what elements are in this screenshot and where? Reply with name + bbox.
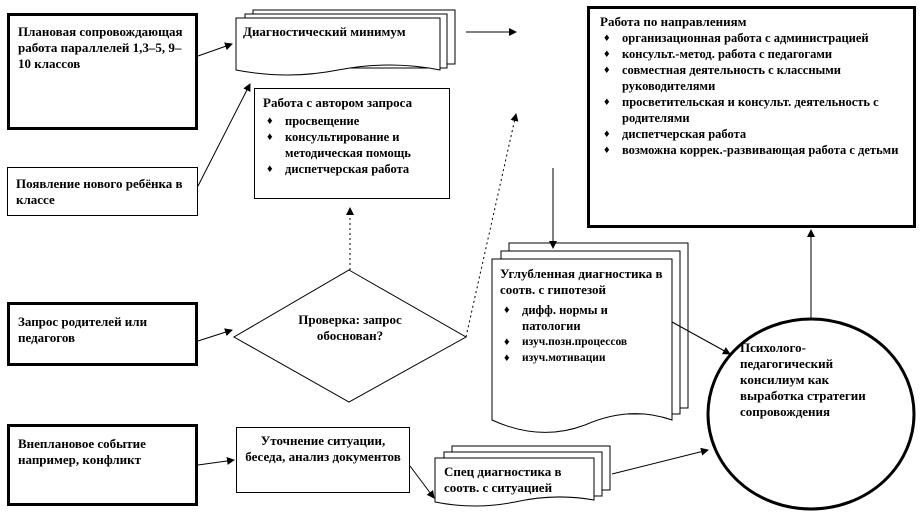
check-text: Проверка: запрос обоснован? xyxy=(298,312,402,343)
dir-item-dispatch: диспетчерская работа xyxy=(600,126,903,142)
request-box: Запрос родителей или педагогов xyxy=(7,302,198,366)
dir-item-class-leaders: совместная деятельность с классными руко… xyxy=(600,62,903,94)
deep-item-norm: дифф. нормы и патологии xyxy=(500,302,668,334)
new-child-box: Появление нового ребёнка в классе xyxy=(7,167,198,216)
author-work-box: Работа с автором запроса просвещение кон… xyxy=(254,88,450,199)
deep-diag-title: Углубленная диагностика в соотв. с гипот… xyxy=(500,266,663,297)
author-item-dispatch: диспетчерская работа xyxy=(263,161,441,177)
author-work-list: просвещение консультирование и методичес… xyxy=(263,113,441,177)
deep-diag-list: дифф. нормы и патологии изуч.позн.процес… xyxy=(500,302,668,366)
deep-item-cognitive: изуч.позн.процессов xyxy=(500,334,668,350)
spec-diag-text: Спец диагностика в соотв. с ситуацией xyxy=(444,464,562,495)
author-item-consulting: консультирование и методическая помощь xyxy=(263,129,441,161)
planned-work-box: Плановая сопровождающая работа параллеле… xyxy=(7,13,198,130)
dir-item-teachers: консульт.-метод. работа с педагогами xyxy=(600,46,903,62)
request-text: Запрос родителей или педагогов xyxy=(18,314,148,345)
directions-box: Работа по направлениям организационная р… xyxy=(587,6,916,228)
connectors xyxy=(197,28,815,499)
diag-min-stack xyxy=(235,9,456,76)
dir-item-admin: организационная работа с администрацией xyxy=(600,30,903,46)
deep-diag-content: Углубленная диагностика в соотв. с гипот… xyxy=(500,266,668,366)
unplanned-text: Внеплановое событие например, конфликт xyxy=(18,436,146,467)
planned-work-text: Плановая сопровождающая работа параллеле… xyxy=(18,24,183,71)
dir-item-correction: возможна коррек.-развивающая работа с де… xyxy=(600,142,903,158)
author-work-title: Работа с автором запроса xyxy=(263,95,413,110)
clarify-text: Уточнение ситуации, беседа, анализ докум… xyxy=(245,433,401,464)
clarify-box: Уточнение ситуации, беседа, анализ докум… xyxy=(236,427,410,493)
check-diamond xyxy=(232,269,468,403)
unplanned-box: Внеплановое событие например, конфликт xyxy=(7,424,198,506)
diag-min-title: Диагностический минимум xyxy=(243,24,406,39)
deep-item-motivation: изуч.мотивации xyxy=(500,350,668,366)
author-item-education: просвещение xyxy=(263,113,441,129)
council-text: Психолого-педагогический консилиум как в… xyxy=(740,340,866,419)
spec-diag-stack xyxy=(434,445,611,507)
directions-title: Работа по направлениям xyxy=(600,14,747,29)
dir-item-parents: просветительская и консульт. деятельност… xyxy=(600,94,903,126)
council-circle xyxy=(706,317,916,511)
directions-list: организационная работа с администрацией … xyxy=(600,30,903,158)
new-child-text: Появление нового ребёнка в классе xyxy=(16,176,183,207)
